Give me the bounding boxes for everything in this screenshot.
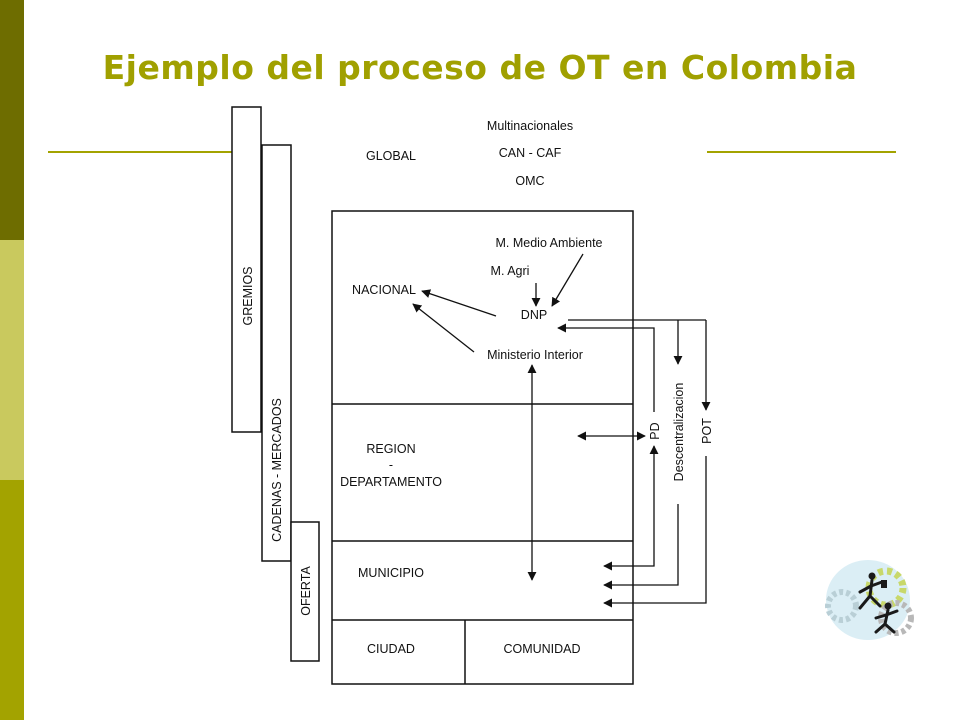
arrow-medio-ambiente-to-dnp bbox=[551, 253, 584, 307]
sidebar-strip-top bbox=[0, 0, 24, 240]
global-label: GLOBAL bbox=[366, 149, 416, 163]
title-rule-right bbox=[707, 151, 896, 153]
title-rule-left bbox=[48, 151, 232, 153]
comunidad-label: COMUNIDAD bbox=[503, 642, 580, 656]
oferta-bar: OFERTA bbox=[290, 521, 320, 662]
flow-pot-bottom bbox=[603, 456, 707, 608]
global-item-can-caf: CAN - CAF bbox=[499, 146, 562, 160]
sidebar-strip-bottom bbox=[0, 480, 24, 720]
global-item-multinacionales: Multinacionales bbox=[487, 119, 573, 133]
global-item-omc: OMC bbox=[515, 174, 544, 188]
pot-label: POT bbox=[700, 418, 714, 444]
gremios-bar: GREMIOS bbox=[231, 106, 262, 433]
dnp-label: DNP bbox=[521, 308, 547, 322]
pd-label: PD bbox=[648, 422, 662, 439]
gears-people-clipart bbox=[825, 560, 914, 640]
ministerio-interior-label: Ministerio Interior bbox=[487, 348, 583, 362]
flow-pd-top bbox=[557, 323, 655, 412]
region-label: REGION bbox=[366, 442, 415, 456]
oferta-label: OFERTA bbox=[299, 566, 313, 616]
ciudad-label: CIUDAD bbox=[367, 642, 415, 656]
descentralizacion-label: Descentralizacion bbox=[672, 383, 686, 482]
cadenas-mercados-bar: CADENAS - MERCADOS bbox=[261, 144, 292, 562]
arrow-interior-to-nacional bbox=[412, 303, 475, 353]
medio-ambiente-label: M. Medio Ambiente bbox=[496, 236, 603, 250]
slide-title: Ejemplo del proceso de OT en Colombia bbox=[102, 48, 858, 87]
flow-pd-bottom bbox=[603, 445, 659, 571]
region-dash: - bbox=[389, 458, 393, 472]
nacional-label: NACIONAL bbox=[352, 283, 416, 297]
departamento-label: DEPARTAMENTO bbox=[340, 475, 442, 489]
agri-label: M. Agri bbox=[491, 264, 530, 278]
municipio-label: MUNICIPIO bbox=[358, 566, 424, 580]
cadenas-mercados-label: CADENAS - MERCADOS bbox=[270, 398, 284, 542]
gremios-label: GREMIOS bbox=[241, 266, 255, 325]
arrow-dnp-to-nacional bbox=[421, 289, 497, 317]
sidebar-strip-middle bbox=[0, 240, 24, 480]
flow-descentralizacion-bottom bbox=[603, 504, 679, 590]
